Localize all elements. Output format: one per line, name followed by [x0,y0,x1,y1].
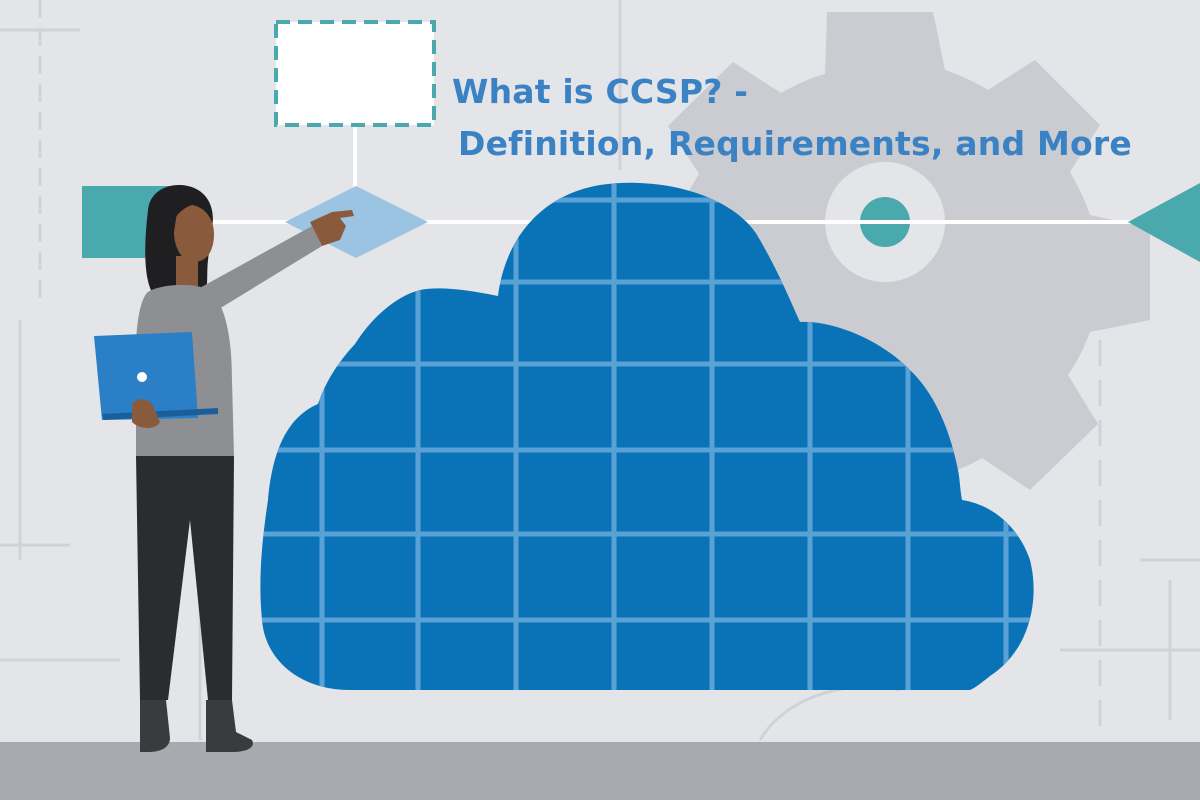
page-title-line-1: What is CCSP? - [452,72,749,111]
page-title-line-2: Definition, Requirements, and More [458,124,1132,163]
person-hand-pointing [310,210,354,246]
person-shoe-right [206,700,253,752]
floor [0,742,1200,800]
person-shoe-left [140,700,170,752]
person-pants [136,456,234,700]
person-arm-raised [196,226,322,312]
cloud-icon [260,182,1034,691]
person-illustration [94,185,354,752]
flow-box-dashed [274,20,436,127]
person-neck [176,256,198,286]
laptop-icon [94,332,218,420]
person-hand-holding [132,399,160,428]
teal-arrow-icon [1128,183,1200,262]
person-face [174,204,214,262]
